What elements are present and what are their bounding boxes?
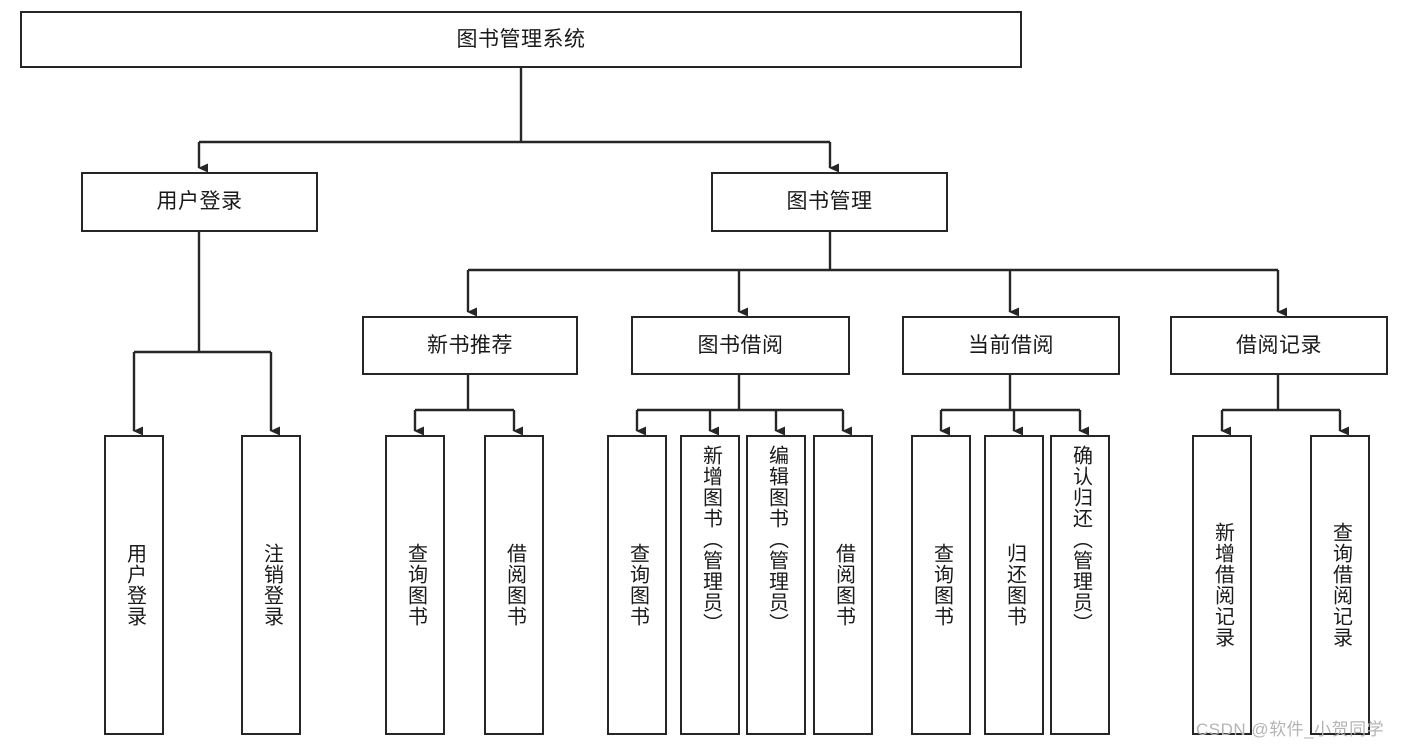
node-book-manage[interactable]: 图书管理 <box>711 172 948 232</box>
node-leaf-query-book-1-label: 查询图书 <box>404 543 427 627</box>
node-leaf-add-record-label: 新增借阅记录 <box>1211 522 1234 648</box>
node-leaf-return-book-label: 归还图书 <box>1003 543 1026 627</box>
node-leaf-query-record[interactable]: 查询借阅记录 <box>1310 435 1370 735</box>
node-book-borrow-label: 图书借阅 <box>697 333 784 357</box>
node-leaf-query-book-2[interactable]: 查询图书 <box>607 435 667 735</box>
node-leaf-add-book-label: 新增图书（管理员） <box>699 445 722 634</box>
node-root[interactable]: 图书管理系统 <box>20 11 1022 68</box>
node-user-login[interactable]: 用户登录 <box>81 172 318 232</box>
node-leaf-borrow-book-2[interactable]: 借阅图书 <box>813 435 873 735</box>
node-leaf-add-book[interactable]: 新增图书（管理员） <box>680 435 740 735</box>
node-book-borrow[interactable]: 图书借阅 <box>631 316 850 375</box>
node-borrow-record-label: 借阅记录 <box>1236 333 1322 357</box>
node-leaf-query-book-2-label: 查询图书 <box>626 543 649 627</box>
node-new-book-recommend[interactable]: 新书推荐 <box>362 316 578 375</box>
node-leaf-return-book[interactable]: 归还图书 <box>984 435 1044 735</box>
node-leaf-query-book-3-label: 查询图书 <box>930 543 953 627</box>
node-leaf-borrow-book-2-label: 借阅图书 <box>832 543 855 627</box>
node-current-borrow-label: 当前借阅 <box>968 333 1054 357</box>
node-current-borrow[interactable]: 当前借阅 <box>902 316 1120 375</box>
csdn-watermark: CSDN @软件_小贺同学 <box>1196 720 1385 739</box>
node-leaf-edit-book-label: 编辑图书（管理员） <box>765 445 788 634</box>
node-root-label: 图书管理系统 <box>456 27 586 51</box>
node-leaf-user-login[interactable]: 用户登录 <box>104 435 164 735</box>
node-user-login-label: 用户登录 <box>156 190 243 214</box>
node-leaf-user-login-label: 用户登录 <box>123 543 146 627</box>
node-leaf-user-logout-label: 注销登录 <box>260 543 283 627</box>
node-leaf-query-record-label: 查询借阅记录 <box>1329 522 1352 648</box>
node-leaf-query-book-3[interactable]: 查询图书 <box>911 435 971 735</box>
node-leaf-edit-book[interactable]: 编辑图书（管理员） <box>746 435 806 735</box>
node-leaf-add-record[interactable]: 新增借阅记录 <box>1192 435 1252 735</box>
node-leaf-borrow-book-1[interactable]: 借阅图书 <box>484 435 544 735</box>
node-leaf-user-logout[interactable]: 注销登录 <box>241 435 301 735</box>
node-leaf-confirm-return-label: 确认归还（管理员） <box>1069 445 1092 634</box>
node-leaf-confirm-return[interactable]: 确认归还（管理员） <box>1050 435 1110 735</box>
node-leaf-borrow-book-1-label: 借阅图书 <box>503 543 526 627</box>
node-new-book-recommend-label: 新书推荐 <box>427 333 513 357</box>
node-borrow-record[interactable]: 借阅记录 <box>1170 316 1388 375</box>
node-book-manage-label: 图书管理 <box>786 190 873 214</box>
node-leaf-query-book-1[interactable]: 查询图书 <box>385 435 445 735</box>
